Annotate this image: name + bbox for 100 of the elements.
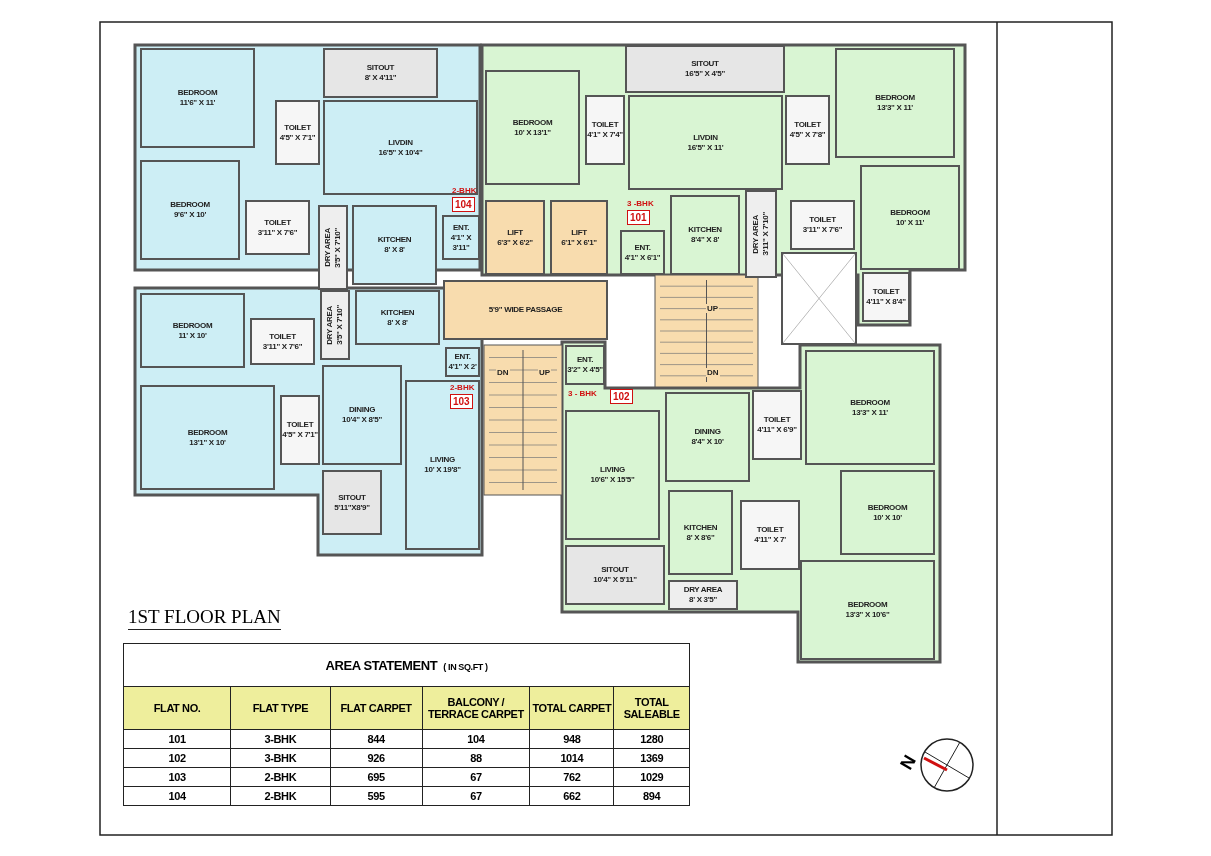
- room: [245, 200, 310, 255]
- table-cell: 103: [123, 767, 231, 787]
- flat-type-label: 2-BHK: [452, 186, 477, 195]
- room-size: 8' X 8': [387, 317, 408, 328]
- flat-number-tag: 103: [450, 394, 473, 409]
- room: [445, 347, 480, 377]
- room: [585, 95, 625, 165]
- table-cell: 67: [422, 786, 530, 806]
- room: [442, 215, 480, 260]
- room-size: 3'11" X 7'10": [761, 212, 771, 256]
- room-name: BEDROOM: [177, 88, 218, 98]
- room-name: TOILET: [269, 331, 296, 342]
- room: [323, 100, 478, 195]
- room-name: TOILET: [264, 217, 291, 228]
- table-cell: 926: [330, 748, 423, 768]
- table-cell: 67: [422, 767, 530, 787]
- room: [835, 48, 955, 158]
- room-name: DINING: [348, 405, 376, 415]
- column-header-cell: BALCONY / TERRACE CARPET: [422, 686, 530, 730]
- room: [140, 385, 275, 490]
- room-size: 6'3" X 6'2": [497, 237, 533, 248]
- room: [785, 95, 830, 165]
- room-name: DRY AREA: [325, 305, 335, 345]
- stair-direction-label: UP: [706, 304, 720, 313]
- room-name: TOILET: [809, 215, 836, 225]
- room: [322, 365, 402, 465]
- room-name: BEDROOM: [172, 320, 213, 331]
- room-size: 10'4" X 8'5": [342, 415, 382, 425]
- table-cell: 1369: [613, 748, 690, 768]
- table-cell: 104: [123, 786, 231, 806]
- room-size: 4'1" X 7'4": [587, 130, 623, 140]
- table-cell: 104: [422, 729, 530, 749]
- room-size: 9'6" X 10': [173, 210, 207, 220]
- room: [860, 165, 960, 270]
- room-name: KITCHEN: [683, 522, 718, 533]
- open-shaft: [781, 252, 857, 345]
- room-size: 13'3" X 11': [852, 407, 888, 418]
- room: [745, 190, 777, 278]
- room-name: KITCHEN: [377, 235, 412, 245]
- room-name: BEDROOM: [875, 93, 915, 103]
- room-size: 13'1" X 10': [189, 437, 226, 448]
- table-cell: 1029: [613, 767, 690, 787]
- room-size: 3'11" X 7'6": [802, 225, 843, 235]
- room: [628, 95, 783, 190]
- stair-direction-label: UP: [538, 368, 552, 377]
- room-name: SITOUT: [691, 59, 719, 69]
- room: [565, 410, 660, 540]
- table-cell: 662: [529, 786, 614, 806]
- room-name: BEDROOM: [170, 200, 210, 210]
- room-name: SITOUT: [366, 63, 395, 73]
- room-size: 6'1" X 6'1": [561, 237, 597, 248]
- room-size: 11' X 10': [178, 330, 207, 341]
- room-name: TOILET: [591, 120, 619, 130]
- room: [625, 45, 785, 93]
- room-size: 3'5" X 7'10": [335, 305, 345, 345]
- table-cell: 695: [330, 767, 423, 787]
- room-name: BEDROOM: [850, 397, 890, 408]
- table-cell: 894: [613, 786, 690, 806]
- lift-shaft: [485, 200, 545, 275]
- room-name: TOILET: [756, 525, 784, 535]
- room-size: 8' X 8'6": [686, 532, 715, 543]
- room-size: 13'3" X 10'6": [845, 610, 890, 620]
- lift-shaft: [550, 200, 608, 275]
- stair-direction-label: DN: [496, 368, 510, 377]
- room-size: 10' X 10': [873, 512, 902, 523]
- room-size: 4'1" X 2': [448, 362, 477, 372]
- room-name: SITOUT: [601, 565, 629, 575]
- room-size: 10'6" X 15'5": [590, 475, 635, 485]
- table-cell: 88: [422, 748, 530, 768]
- room-name: BEDROOM: [512, 117, 553, 128]
- room-name: DRY AREA: [751, 214, 761, 254]
- room-name: LIVING: [600, 465, 625, 475]
- room: [668, 490, 733, 575]
- room-size: 4'11" X 6'9": [757, 425, 797, 435]
- room-size: 8' X 4'11": [364, 73, 397, 83]
- room-name: DINING: [694, 427, 721, 437]
- flat-number-tag: 102: [610, 389, 633, 404]
- room-name: TOILET: [763, 415, 791, 425]
- room-name: BEDROOM: [867, 502, 908, 513]
- room: [565, 345, 605, 385]
- room: [665, 392, 750, 482]
- room: [620, 230, 665, 275]
- room-name: LIVDIN: [388, 137, 413, 148]
- room: [840, 470, 935, 555]
- flat-type-label: 2-BHK: [450, 383, 475, 392]
- room: [140, 48, 255, 148]
- flat-type-label: 3 -BHK: [627, 199, 654, 208]
- column-header-cell: FLAT TYPE: [230, 686, 331, 730]
- room-size: 4'1" X 6'1": [624, 252, 661, 263]
- room: [565, 545, 665, 605]
- room: [323, 48, 438, 98]
- room-name: ENT.: [454, 352, 471, 362]
- room-name: ENT.: [576, 355, 594, 365]
- table-title: AREA STATEMENT: [325, 657, 438, 673]
- room-name: KITCHEN: [380, 307, 415, 318]
- room-name: TOILET: [286, 420, 314, 430]
- flat-number-tag: 101: [627, 210, 650, 225]
- table-cell: 3-BHK: [230, 748, 331, 768]
- room-size: 8'4" X 8': [691, 235, 719, 245]
- room-name: DRY AREA: [323, 228, 333, 267]
